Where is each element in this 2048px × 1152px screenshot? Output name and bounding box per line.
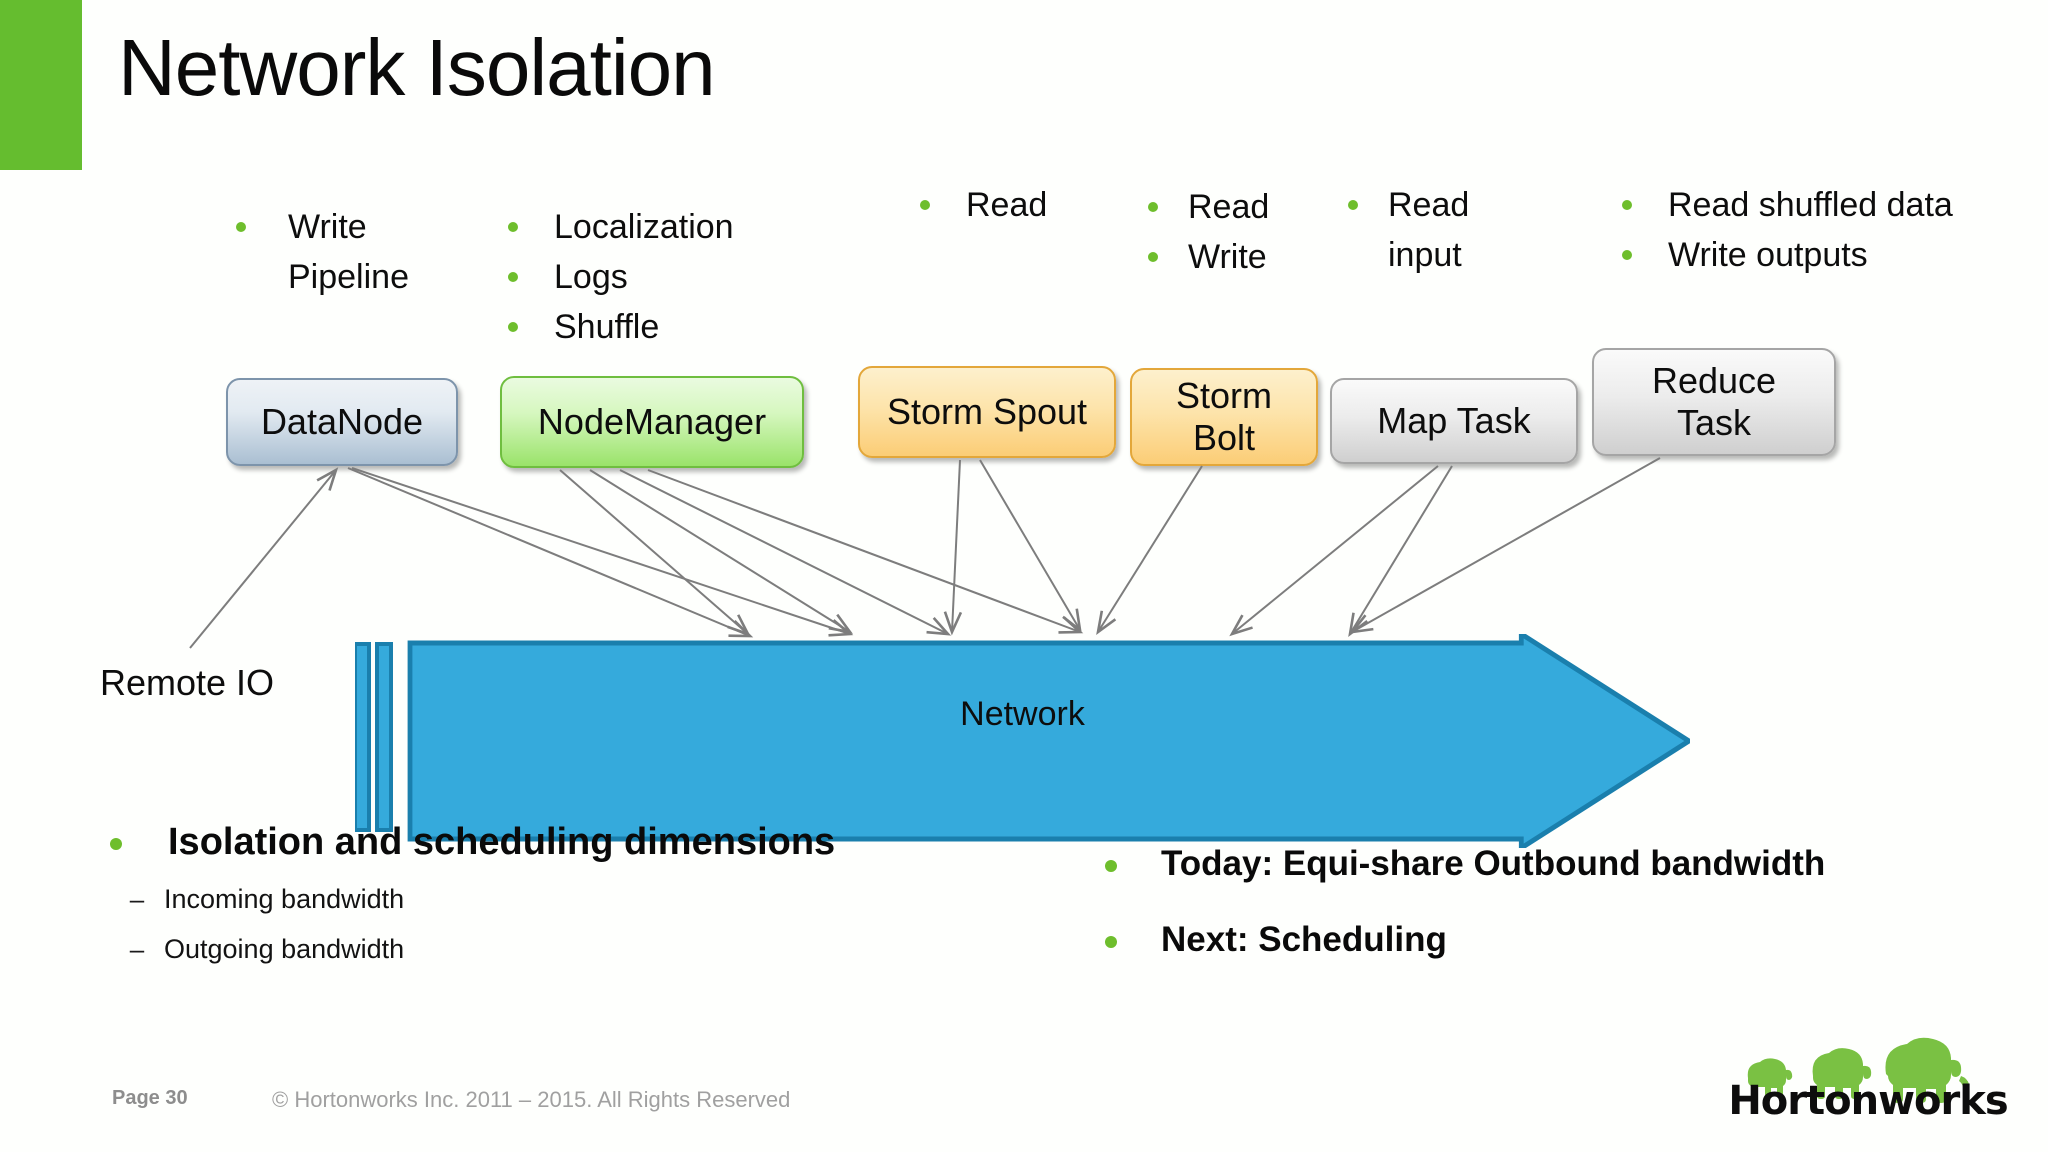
network-arrow-shape: [355, 634, 1690, 848]
bottom-right-bullets: Today: Equi-share Outbound bandwidth Nex…: [1105, 840, 1825, 964]
node-label: Storm Spout: [886, 391, 1088, 432]
node-box-map-task[interactable]: Map Task: [1330, 378, 1578, 464]
node-box-reduce-task[interactable]: Reduce Task: [1592, 348, 1836, 456]
bullet-dot-icon: [508, 222, 518, 232]
bullet-dot-icon: [1622, 250, 1632, 260]
bullet-group-reduce-task: Read shuffled data Write outputs: [1622, 182, 1953, 282]
dash-icon: –: [129, 934, 145, 964]
bullet-text: Today: Equi-share Outbound bandwidth: [1161, 844, 1826, 883]
bullet-item: Write: [236, 204, 409, 250]
bullet-item: Read: [1148, 184, 1269, 230]
bullet-item: Write outputs: [1622, 232, 1953, 278]
bullet-item: Write: [1148, 234, 1269, 280]
bullet-item: Read shuffled data: [1622, 182, 1953, 228]
footer-copyright: © Hortonworks Inc. 2011 – 2015. All Righ…: [272, 1087, 791, 1112]
bullet-item: Today: Equi-share Outbound bandwidth: [1105, 840, 1825, 888]
node-label-line1: Reduce: [1651, 360, 1777, 401]
bullet-dot-icon: [1148, 202, 1158, 212]
bullet-dot-icon: [920, 200, 930, 210]
node-label-line2: Bolt: [1192, 417, 1256, 458]
bullet-text: Localization: [554, 208, 734, 246]
bullet-group-map-task: Read input: [1348, 182, 1469, 282]
bullet-item-heading: Isolation and scheduling dimensions: [110, 818, 835, 866]
node-label: DataNode: [260, 401, 424, 442]
bullet-text: Logs: [554, 258, 628, 296]
node-box-storm-bolt[interactable]: Storm Bolt: [1130, 368, 1318, 466]
bullet-text: Next: Scheduling: [1161, 920, 1447, 959]
bottom-left-bullets: Isolation and scheduling dimensions – In…: [110, 818, 835, 966]
bullet-dot-icon: [110, 838, 122, 850]
sub-bullet-item: – Outgoing bandwidth: [110, 932, 835, 966]
node-box-storm-spout[interactable]: Storm Spout: [858, 366, 1116, 458]
node-box-datanode[interactable]: DataNode: [226, 378, 458, 466]
node-label: NodeManager: [537, 401, 767, 442]
bullet-dot-icon: [508, 272, 518, 282]
dash-icon: –: [129, 884, 145, 914]
bullet-item: Logs: [508, 254, 734, 300]
bullet-heading-text: Isolation and scheduling dimensions: [168, 821, 836, 863]
hortonworks-wordmark: Hortonworks: [1728, 1078, 2008, 1124]
bullet-dot-icon: [1348, 200, 1358, 210]
bullet-item: Read: [920, 182, 1047, 228]
sub-bullet-item: – Incoming bandwidth: [110, 882, 835, 916]
bullet-dot-icon: [1105, 936, 1117, 948]
bullet-item-continuation: input: [1348, 232, 1469, 278]
bullet-dot-icon: [236, 222, 246, 232]
bullet-dot-icon: [1148, 252, 1158, 262]
bullet-text: Pipeline: [288, 258, 409, 296]
bullet-text: Read: [1188, 188, 1270, 226]
node-label: Map Task: [1377, 400, 1531, 441]
bullet-text: Write: [1188, 238, 1267, 276]
node-label-line1: Storm: [1175, 375, 1272, 416]
bullet-item: Localization: [508, 204, 734, 250]
bullet-text: Shuffle: [554, 308, 660, 346]
sub-bullet-text: Outgoing bandwidth: [164, 934, 405, 964]
bullet-item: Read: [1348, 182, 1469, 228]
sub-bullet-text: Incoming bandwidth: [164, 884, 405, 914]
page-title: Network Isolation: [118, 23, 716, 112]
node-box-nodemanager[interactable]: NodeManager: [500, 376, 804, 468]
remote-io-label: Remote IO: [100, 662, 275, 703]
bullet-dot-icon: [1622, 200, 1632, 210]
bullet-item: Next: Scheduling: [1105, 916, 1825, 964]
bullet-item: Shuffle: [508, 304, 734, 350]
bullet-group-storm-bolt: Read Write: [1148, 184, 1269, 284]
title-accent-bar: [0, 0, 82, 170]
bullet-text: Read shuffled data: [1668, 186, 1953, 224]
bullet-text: input: [1388, 236, 1462, 274]
bullet-dot-icon: [1105, 860, 1117, 872]
bullet-group-nodemanager: Localization Logs Shuffle: [508, 204, 734, 354]
footer-page-number: Page 30: [112, 1087, 188, 1109]
bullet-text: Read: [1388, 186, 1470, 224]
hortonworks-elephants-logo-icon: [1747, 1037, 1970, 1103]
bullet-text: Write outputs: [1668, 236, 1868, 274]
bullet-group-storm-spout: Read: [920, 182, 1047, 232]
bullet-item-continuation: Pipeline: [236, 254, 409, 300]
bullet-dot-icon: [508, 322, 518, 332]
bullet-text: Write: [288, 208, 367, 246]
bullet-group-datanode: Write Pipeline: [236, 204, 409, 304]
bullet-text: Read: [966, 186, 1048, 224]
node-label-line2: Task: [1676, 402, 1752, 443]
